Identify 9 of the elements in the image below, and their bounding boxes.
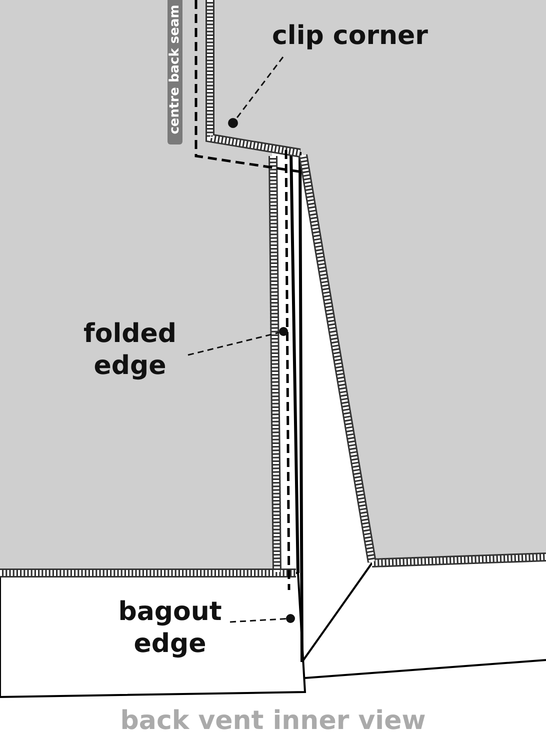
caption: back vent inner view — [119, 706, 427, 736]
target-dot — [279, 327, 288, 336]
callout-label: bagout edge — [117, 596, 223, 660]
leader-line — [235, 56, 284, 120]
callout-label: folded edge — [82, 318, 178, 382]
leader-line — [230, 618, 286, 623]
leader-line — [188, 332, 280, 356]
rotated-label: centre back seam — [168, 0, 182, 144]
callout-label: clip corner — [271, 20, 429, 52]
